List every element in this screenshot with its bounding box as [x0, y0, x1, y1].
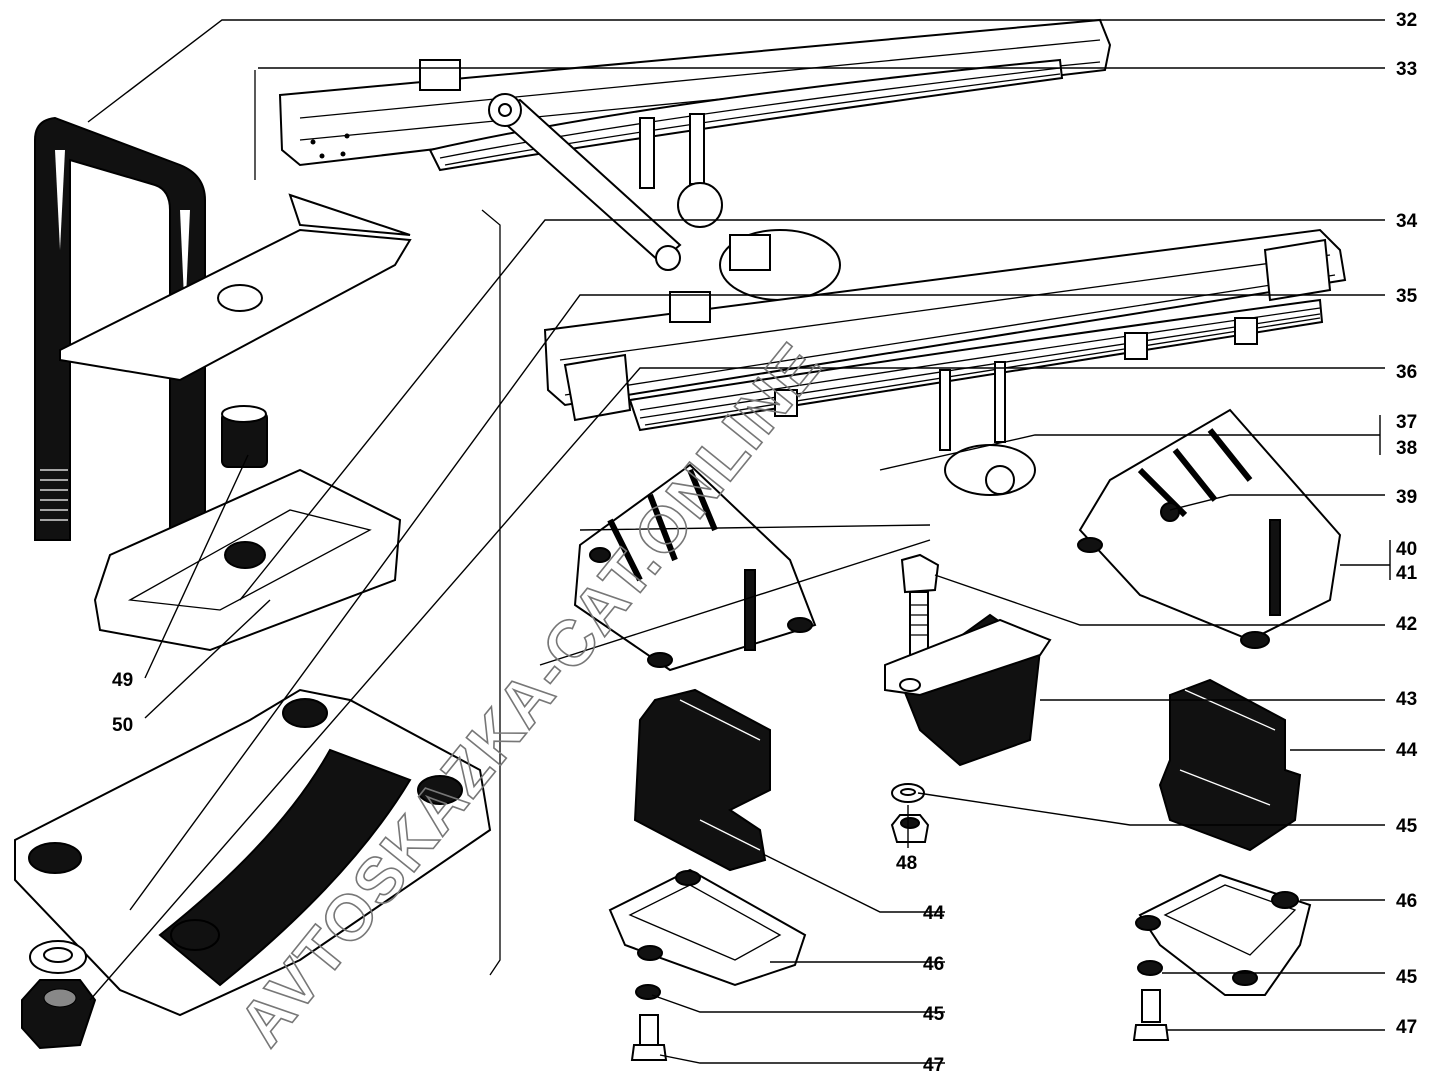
- spring-washer-45-rear: [1137, 960, 1163, 976]
- spring-washer-left: [29, 940, 87, 974]
- spring-pad-plate: [59, 193, 412, 382]
- callout-48: 48: [896, 853, 917, 874]
- bump-stop: [221, 405, 268, 468]
- bolt-47-front: [630, 1014, 668, 1061]
- cup-46-front: [608, 868, 807, 987]
- frame-rail-lower: [543, 228, 1347, 422]
- callout-49: 49: [112, 670, 133, 691]
- callout-50: 50: [112, 715, 133, 736]
- callout-42: 42: [1396, 614, 1417, 635]
- axle-differential: [677, 182, 841, 301]
- washer-48: [891, 783, 925, 803]
- spring-seat: [93, 468, 402, 652]
- leaf-spring-upper: [428, 58, 1064, 189]
- callout-45-rear: 45: [1396, 967, 1418, 988]
- support-bracket-front: [573, 463, 817, 672]
- leaf-spring-lower: [628, 298, 1324, 496]
- shock-absorber: [488, 93, 682, 271]
- callout-41: 41: [1396, 563, 1418, 584]
- callout-45-front: 45: [923, 1004, 945, 1025]
- callout-44-rear: 44: [1396, 740, 1418, 761]
- separator-line: [254, 70, 501, 976]
- callout-39: 39: [1396, 487, 1417, 508]
- callout-33: 33: [1396, 59, 1417, 80]
- bolt-42: [900, 553, 940, 663]
- rubber-cushion-44-front: [633, 688, 771, 872]
- callout-43: 43: [1396, 689, 1417, 710]
- leader-lines: [87, 19, 1391, 1064]
- callout-34: 34: [1396, 211, 1418, 232]
- rubber-cushion-43: [884, 613, 1052, 767]
- callout-36: 36: [1396, 362, 1417, 383]
- nut-48: [890, 814, 930, 843]
- callout-35: 35: [1396, 286, 1418, 307]
- rubber-cushion-44-rear: [1158, 678, 1302, 852]
- callout-32: 32: [1396, 10, 1417, 31]
- bolt-47-rear: [1132, 989, 1170, 1041]
- callout-40: 40: [1396, 539, 1417, 560]
- callout-46-front: 46: [923, 954, 944, 975]
- callout-45-upper: 45: [1396, 816, 1418, 837]
- callout-47-front: 47: [923, 1055, 944, 1076]
- support-bracket-rear: [1077, 408, 1342, 649]
- nut-left: [21, 979, 97, 1050]
- cup-46-rear: [1135, 873, 1312, 996]
- callout-46-rear: 46: [1396, 891, 1417, 912]
- callout-38: 38: [1396, 438, 1417, 459]
- callout-37: 37: [1396, 412, 1417, 433]
- callout-44-front: 44: [923, 903, 945, 924]
- axle-clamp: [14, 688, 492, 1017]
- callout-47-rear: 47: [1396, 1017, 1417, 1038]
